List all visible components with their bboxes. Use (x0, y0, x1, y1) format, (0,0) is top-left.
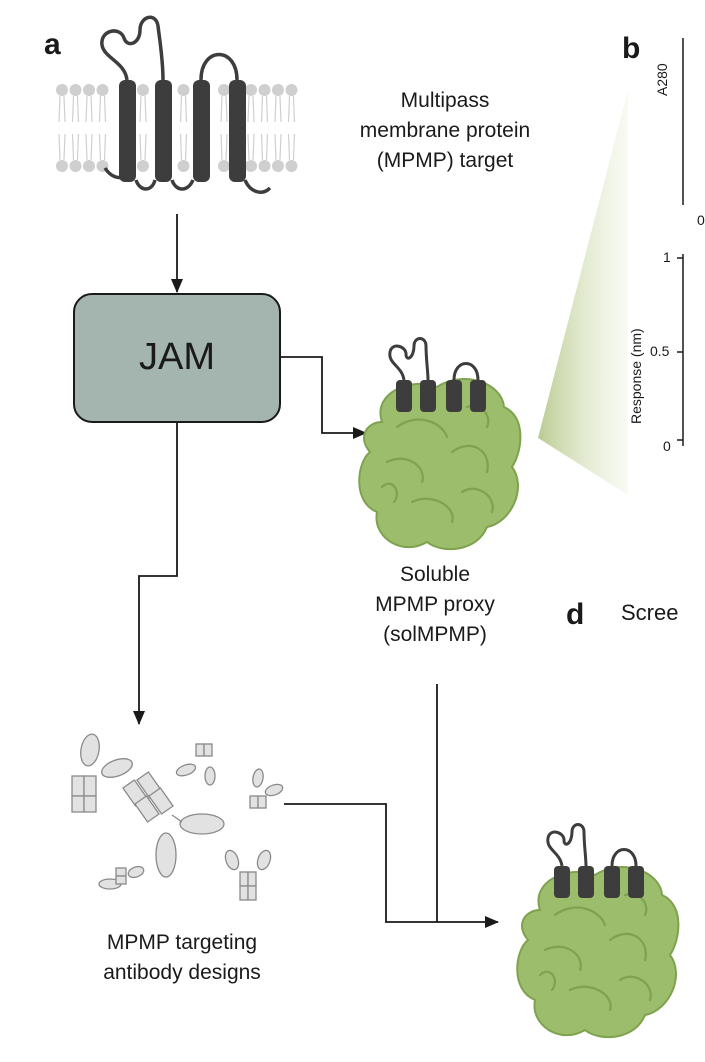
lipid-head (56, 160, 68, 172)
lipid-head (245, 84, 257, 96)
lipid-head (285, 160, 298, 172)
soluble-proxy-protein (358, 337, 522, 551)
lipid-tail (71, 133, 80, 161)
lipid-tail (98, 95, 107, 123)
lipid-head (218, 160, 230, 172)
lipid-tail (287, 133, 296, 161)
lipid-tail (85, 133, 93, 161)
membrane-protein (100, 15, 272, 194)
antibody-designs (71, 733, 284, 901)
lipid-head (272, 84, 284, 96)
lipid-head (177, 84, 190, 96)
lipid-head (83, 84, 95, 96)
lipid-head (258, 84, 271, 96)
lipid-head (96, 84, 109, 96)
lipid-tail (260, 133, 269, 161)
lipid-tail (58, 133, 66, 161)
panel-label-b: b (622, 32, 641, 65)
top-axis-tick: 0 (697, 212, 705, 228)
lipid-head (258, 160, 271, 172)
lipid-head (177, 160, 190, 172)
lipid-tail (139, 95, 147, 123)
ytick-1: 1 (663, 249, 671, 265)
arrow-jam-to-proxy (280, 356, 367, 439)
lipid-tail (220, 133, 228, 161)
lipid-tail (220, 95, 228, 123)
lipid-head (69, 84, 82, 96)
lipid-bilayer (56, 84, 298, 172)
lipid-head (137, 160, 149, 172)
arrow-antibodies-to-screen (284, 803, 499, 928)
lipid-tail (287, 95, 296, 123)
ytick-0: 0 (663, 438, 671, 454)
lipid-tail (260, 95, 269, 123)
lipid-tail (247, 95, 255, 123)
lipid-tail (274, 95, 282, 123)
lipid-tail (58, 95, 66, 123)
panel-label-a: a (44, 28, 61, 61)
a280-axis-label: A280 (654, 63, 670, 96)
lipid-head (56, 84, 68, 96)
arrow-jam-to-antibodies (133, 422, 178, 725)
panel-b-axes (677, 38, 684, 446)
proxy-label: Soluble MPMP proxy (solMPMP) (375, 563, 495, 646)
lipid-tail (247, 133, 255, 161)
lipid-head (272, 160, 284, 172)
panel-label-d: d (566, 598, 585, 631)
target-label: Multipass membrane protein (MPMP) target (359, 89, 531, 172)
lipid-tail (179, 95, 188, 123)
zoom-wedge (538, 90, 628, 495)
screen-heading: Scree (621, 600, 679, 625)
lipid-head (285, 84, 298, 96)
lipid-tail (71, 95, 80, 123)
lipid-tail (85, 95, 93, 123)
jam-label: JAM (139, 336, 215, 378)
ytick-0.5: 0.5 (650, 343, 670, 359)
screen-protein (516, 823, 680, 1039)
antibodies-label: MPMP targeting antibody designs (103, 931, 261, 984)
response-axis-label: Response (nm) (628, 328, 644, 424)
lipid-tail (139, 133, 147, 161)
lipid-tail (274, 133, 282, 161)
lipid-head (245, 160, 257, 172)
lipid-head (83, 160, 95, 172)
lipid-head (137, 84, 149, 96)
lipid-tail (98, 133, 107, 161)
lipid-head (69, 160, 82, 172)
lipid-tail (179, 133, 188, 161)
lipid-head (218, 84, 230, 96)
